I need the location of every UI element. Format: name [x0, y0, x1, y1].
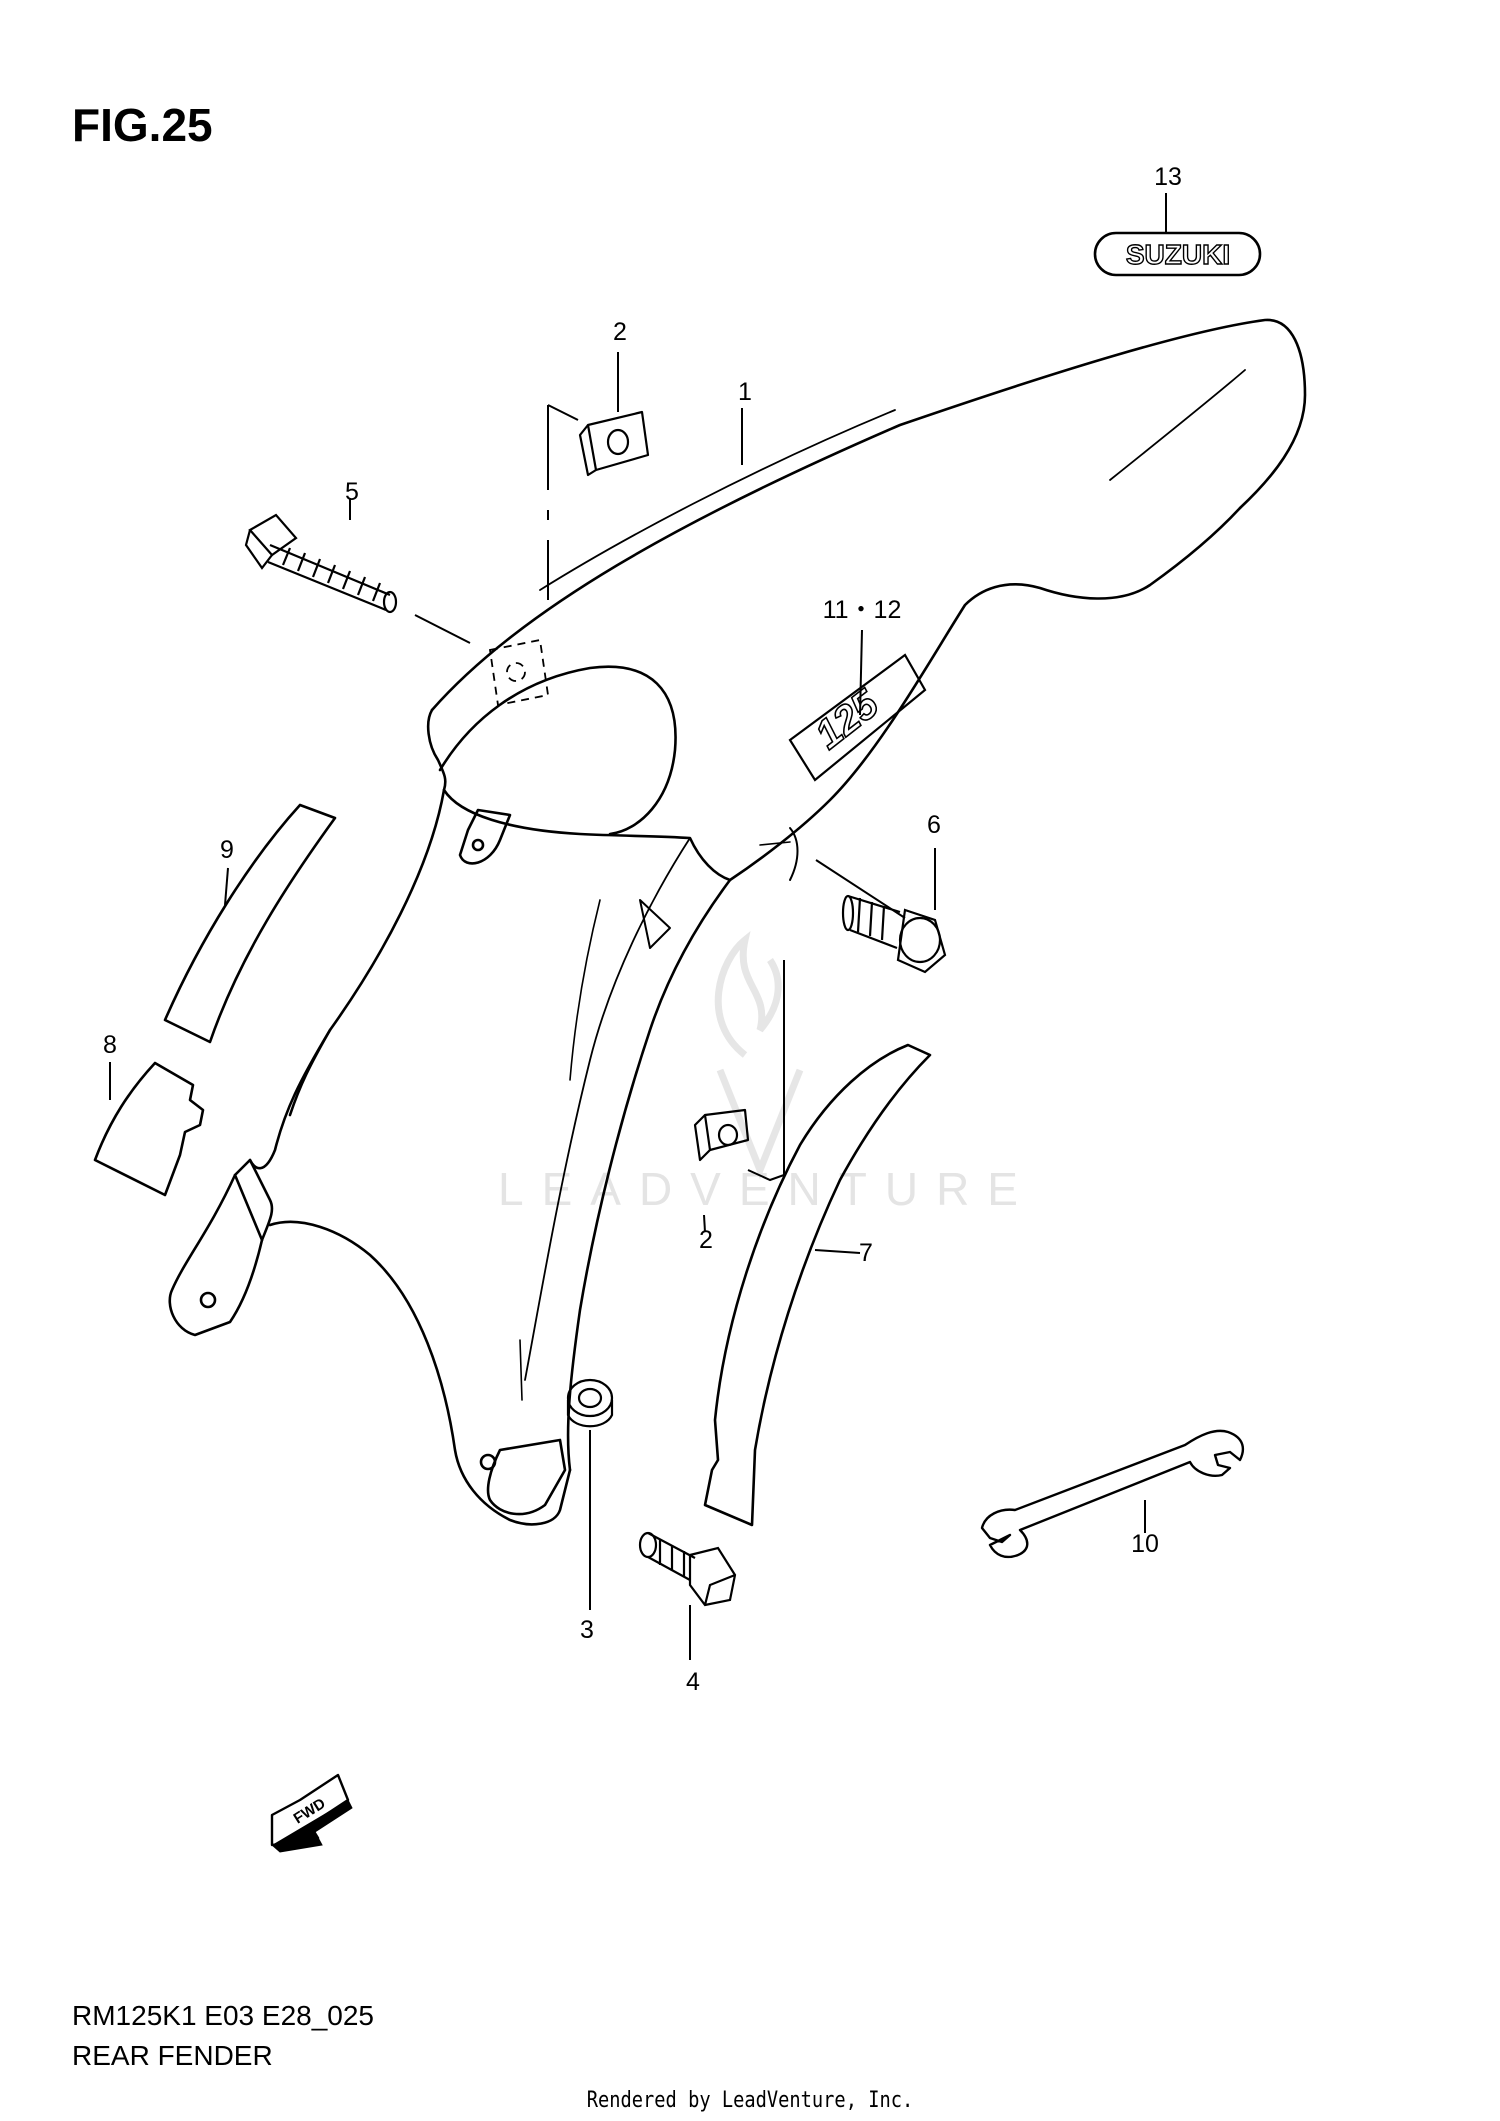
hidden-mount-outline: [488, 638, 550, 707]
rendered-by-credit: Rendered by LeadVenture, Inc.: [586, 2088, 914, 2113]
figure-title: FIG.25: [72, 99, 213, 151]
callout-10: 10: [1131, 1530, 1159, 1558]
diagram-section-name: REAR FENDER: [72, 2040, 273, 2071]
callout-9: 9: [220, 836, 234, 864]
callout-4: 4: [686, 1668, 700, 1696]
callout-6: 6: [927, 811, 941, 839]
callout-2-upper: 2: [613, 318, 627, 346]
callout-2-lower: 2: [699, 1226, 713, 1254]
bolt-5: [244, 513, 398, 614]
suzuki-emblem-text: SUZUKI: [1126, 239, 1230, 270]
callout-11-12: 11・12: [823, 596, 902, 624]
callout-7: 7: [859, 1239, 873, 1267]
rear-fender: [168, 318, 1307, 1526]
watermark: LEADVENTURE: [498, 931, 1036, 1215]
pad-7: [703, 1043, 932, 1527]
bolt-4: [638, 1531, 737, 1607]
spoke-wrench-10: [980, 1429, 1245, 1559]
callout-5: 5: [345, 478, 359, 506]
callout-8: 8: [103, 1031, 117, 1059]
pad-8: [93, 1061, 205, 1197]
callout-13: 13: [1154, 163, 1182, 191]
suzuki-emblem-13: SUZUKI: [1093, 231, 1262, 277]
watermark-text: LEADVENTURE: [498, 1163, 1036, 1215]
callout-labels: 13 2 1 5 11・12 6 9 8 2 7 10 3 4: [103, 163, 1182, 1696]
bolt-6: [841, 894, 947, 974]
callout-3: 3: [580, 1616, 594, 1644]
diagram-code: RM125K1 E03 E28_025: [72, 2000, 374, 2031]
fwd-arrow-icon: FWD: [270, 1773, 353, 1853]
washer-3: [566, 1378, 614, 1428]
model-decal: 125: [788, 653, 927, 782]
callout-1: 1: [738, 378, 752, 406]
clip-nut-upper: [578, 410, 650, 477]
clip-nut-lower: [693, 1108, 750, 1162]
leader-lines: [109, 193, 1167, 1660]
watermark-logo-icon: [714, 931, 804, 1180]
pad-9: [163, 803, 337, 1044]
